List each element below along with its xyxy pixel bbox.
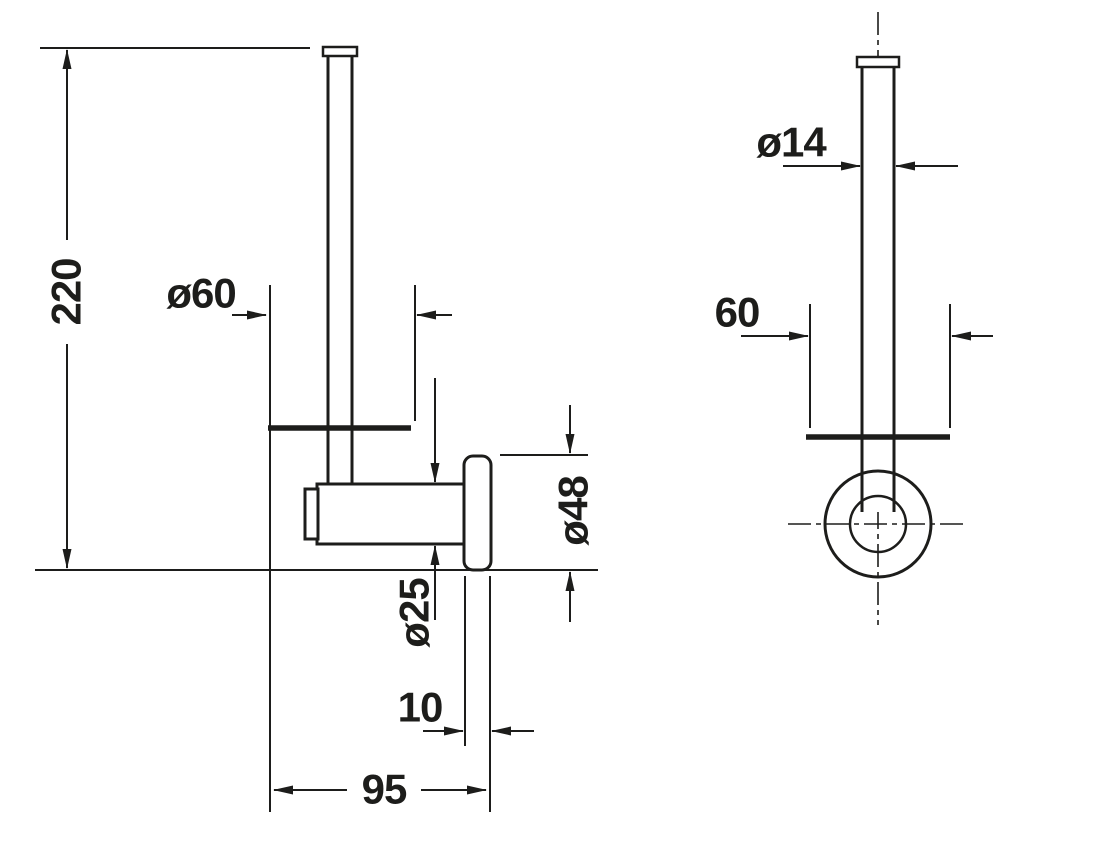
rod-top-cap [321, 45, 359, 58]
front-view-product [788, 55, 968, 579]
dim-d14: ø14 [756, 119, 958, 171]
dim-60: 60 [715, 289, 993, 428]
side-view: 220 ø60 ø25 ø48 10 [35, 45, 598, 813]
dim-95: 95 [273, 766, 487, 813]
dim-220-label: 220 [43, 258, 90, 325]
rod-top-cap-front [855, 55, 901, 69]
dim-d60: ø60 [166, 270, 452, 812]
dim-d25-label: ø25 [391, 578, 438, 648]
dim-10: 10 [398, 576, 534, 812]
holder-body [315, 482, 467, 546]
dim-d14-label: ø14 [756, 119, 827, 166]
side-view-product [35, 45, 598, 572]
dim-60-label: 60 [715, 289, 760, 336]
dim-d25: ø25 [391, 378, 440, 648]
wall-plate [462, 454, 493, 572]
dim-95-label: 95 [362, 766, 407, 813]
dim-10-label: 10 [398, 684, 443, 731]
front-view: ø14 60 [715, 12, 993, 625]
dim-d60-label: ø60 [166, 270, 235, 317]
dim-d48: ø48 [500, 405, 597, 622]
dim-220: 220 [40, 47, 310, 569]
rod-fill [862, 68, 894, 512]
body-end-cap [303, 487, 320, 541]
dim-d48-label: ø48 [550, 476, 597, 546]
